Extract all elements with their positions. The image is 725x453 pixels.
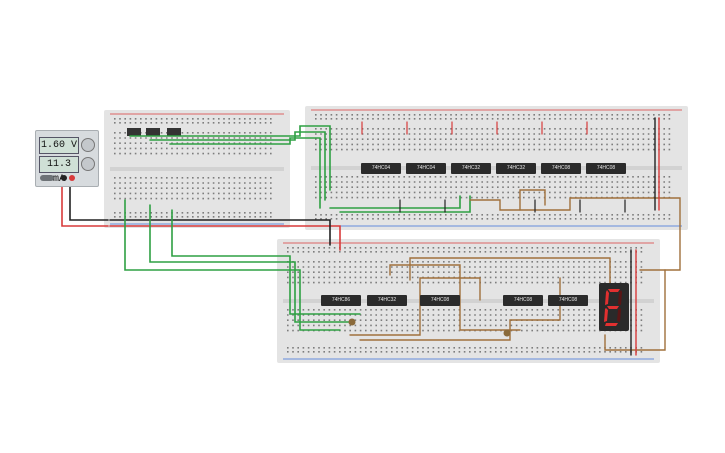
chip-top-6[interactable]: 74HC08 bbox=[586, 163, 626, 174]
power-switch[interactable] bbox=[40, 175, 54, 181]
wire bbox=[149, 204, 351, 323]
chip-bottom-5[interactable]: 74HC08 bbox=[548, 295, 588, 306]
terminal-holes bbox=[287, 309, 643, 332]
wire bbox=[169, 137, 321, 209]
chip-top-1[interactable]: 74HC04 bbox=[361, 163, 401, 174]
resistor bbox=[348, 318, 356, 326]
wire bbox=[604, 269, 666, 351]
wire bbox=[69, 177, 109, 221]
dip-switch-icon bbox=[167, 128, 181, 136]
chip-top-3[interactable]: 74HC32 bbox=[451, 163, 491, 174]
wire bbox=[61, 177, 109, 227]
power-knob-icon[interactable] bbox=[81, 157, 95, 171]
current-readout: 11.3 mA bbox=[39, 156, 79, 185]
wire bbox=[469, 197, 681, 271]
wire bbox=[339, 195, 471, 213]
rail-holes bbox=[287, 347, 643, 353]
dip-switch-icon bbox=[146, 128, 160, 136]
rail-holes bbox=[315, 214, 671, 220]
seven-segment-display-icon[interactable] bbox=[599, 283, 629, 331]
wire bbox=[109, 219, 331, 246]
wire bbox=[124, 199, 341, 331]
wire bbox=[109, 225, 341, 251]
chip-bottom-1[interactable]: 74HC86 bbox=[321, 295, 361, 306]
wire bbox=[329, 195, 461, 209]
rail-holes bbox=[287, 247, 643, 253]
wire bbox=[519, 189, 546, 211]
chip-bottom-4[interactable]: 74HC08 bbox=[503, 295, 543, 306]
terminal-holes bbox=[315, 176, 671, 199]
terminal-holes bbox=[287, 261, 643, 284]
wire bbox=[389, 264, 521, 331]
power-knob-icon[interactable] bbox=[81, 138, 95, 152]
center-channel bbox=[283, 299, 654, 303]
negative-terminal[interactable] bbox=[61, 175, 67, 181]
power-supply[interactable]: 1.60 V 11.3 mA bbox=[35, 130, 99, 187]
rail-holes bbox=[114, 212, 272, 218]
terminal-holes bbox=[315, 128, 671, 151]
rail-holes bbox=[315, 114, 671, 120]
wire bbox=[409, 257, 611, 286]
chip-top-5[interactable]: 74HC08 bbox=[541, 163, 581, 174]
chip-top-4[interactable]: 74HC32 bbox=[496, 163, 536, 174]
wire bbox=[129, 125, 331, 191]
wire bbox=[149, 131, 326, 201]
chip-bottom-3[interactable]: 74HC08 bbox=[420, 295, 460, 306]
chip-bottom-2[interactable]: 74HC32 bbox=[367, 295, 407, 306]
terminal-holes bbox=[114, 177, 272, 200]
center-channel bbox=[110, 167, 284, 171]
rail-holes bbox=[114, 118, 272, 124]
positive-terminal[interactable] bbox=[69, 175, 75, 181]
wire bbox=[349, 277, 481, 336]
dip-switch-icon bbox=[127, 128, 141, 136]
wire bbox=[359, 277, 561, 341]
resistor bbox=[503, 329, 511, 337]
chip-top-2[interactable]: 74HC04 bbox=[406, 163, 446, 174]
voltage-readout: 1.60 V bbox=[39, 137, 79, 154]
wire bbox=[171, 209, 361, 315]
